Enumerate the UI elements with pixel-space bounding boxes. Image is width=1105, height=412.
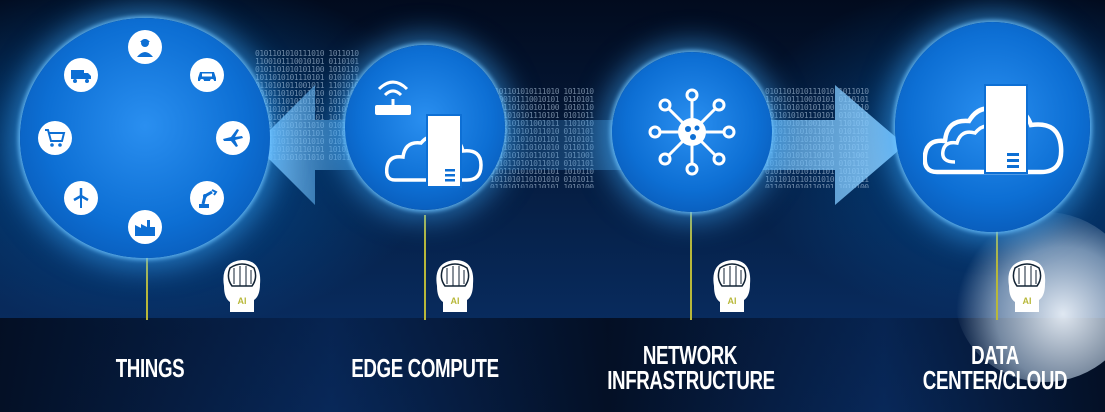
ai-badge-text: AI — [728, 296, 737, 306]
connector-line-datacenter — [996, 230, 998, 320]
label-band — [0, 318, 1105, 412]
network-infrastructure-circle — [612, 52, 772, 212]
things-circle — [20, 18, 270, 258]
label-line: CENTER/CLOUD — [922, 365, 1068, 395]
label-line: NETWORK — [642, 340, 738, 370]
label-line: EDGE COMPUTE — [351, 353, 499, 383]
truck-icon — [64, 58, 98, 92]
factory-icon — [128, 210, 162, 244]
ai-badge-text: AI — [451, 296, 460, 306]
ai-brain-icon: AI — [713, 260, 751, 312]
ai-brain-icon: AI — [223, 260, 261, 312]
airplane-icon — [216, 121, 250, 155]
edge-compute-circle — [345, 45, 505, 210]
connector-line-edge — [424, 215, 426, 320]
network-hub-icon — [648, 88, 736, 176]
data-center-cloud-circle — [895, 22, 1090, 232]
connector-line-network — [690, 205, 692, 320]
worker-icon — [128, 30, 162, 64]
label-line: DATA — [971, 340, 1019, 370]
robot-arm-icon — [190, 181, 224, 215]
wind-turbine-icon — [64, 181, 98, 215]
cloud-server-icon — [385, 114, 483, 188]
ai-badge-text: AI — [1023, 296, 1032, 306]
label-network-infrastructure: NETWORK INFRASTRUCTURE — [607, 340, 775, 395]
label-edge-compute: EDGE COMPUTE — [342, 353, 508, 383]
label-things: THINGS — [85, 353, 215, 383]
ai-brain-icon: AI — [1008, 260, 1046, 312]
arrow-left-icon — [255, 85, 395, 205]
connector-line-things — [146, 240, 148, 320]
shopping-cart-icon — [38, 121, 72, 155]
label-line: INFRASTRUCTURE — [607, 365, 775, 395]
cloud-server-icon — [923, 84, 1064, 175]
ai-brain-icon: AI — [436, 260, 474, 312]
ai-badge-text: AI — [238, 296, 247, 306]
label-data-center-cloud: DATA CENTER/CLOUD — [912, 340, 1078, 395]
label-line: THINGS — [115, 353, 185, 383]
car-icon — [190, 58, 224, 92]
router-icon — [375, 80, 411, 115]
